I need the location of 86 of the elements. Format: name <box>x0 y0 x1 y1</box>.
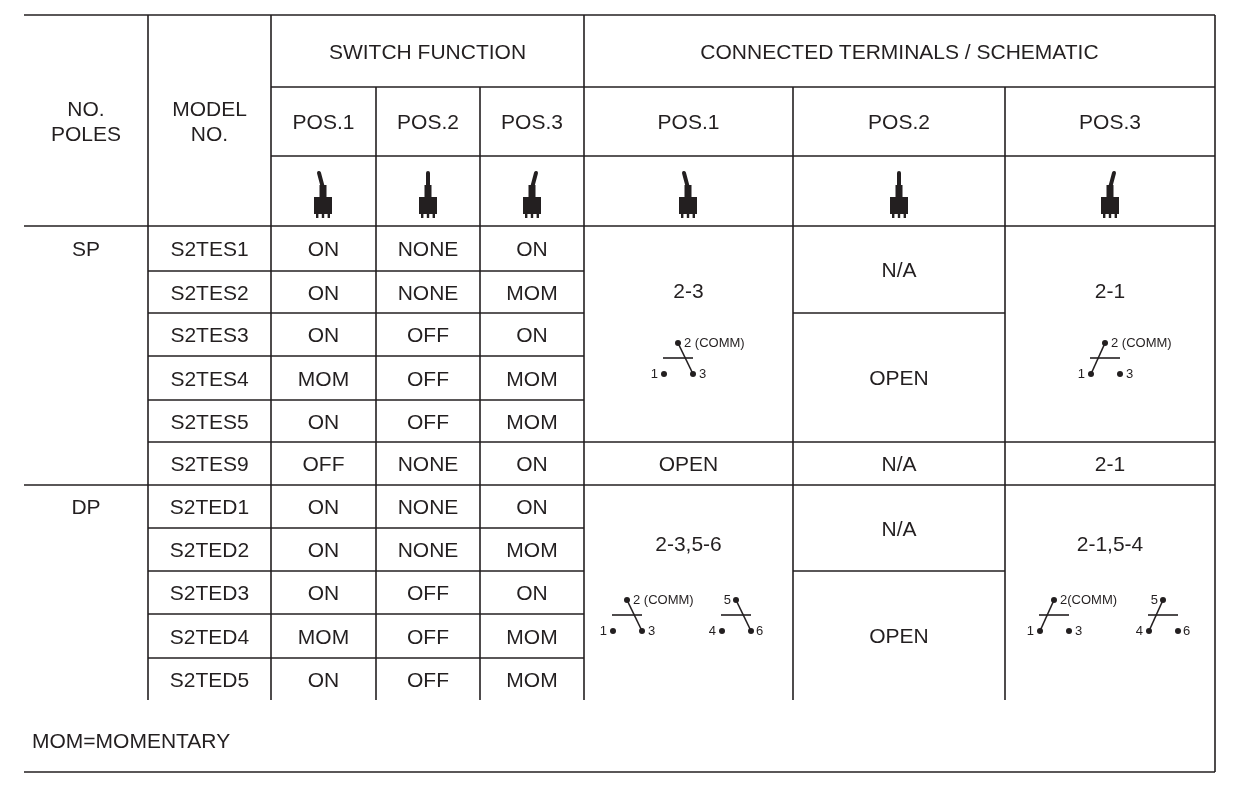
terminal-label: 2 (COMM) <box>633 592 694 607</box>
switch-state: MOM <box>506 408 558 434</box>
model-number: S2TES2 <box>170 279 249 305</box>
terminal-label: 6 <box>1183 623 1191 638</box>
switch-state: NONE <box>397 494 459 519</box>
switch-state: OFF <box>407 322 449 347</box>
terminal-label: 1 <box>599 623 607 638</box>
switch-state: NONE <box>397 279 459 305</box>
column-heading: POS.1 <box>657 109 720 134</box>
column-heading: POS.2 <box>397 109 459 134</box>
terminal-label: 3 <box>648 623 656 638</box>
terminal-label: 3 <box>1075 623 1083 638</box>
pole-type: SP <box>72 236 100 261</box>
switch-state: ON <box>307 580 340 605</box>
switch-state: OFF <box>407 408 449 434</box>
terminal-connection: 2-3 <box>673 277 704 303</box>
switch-state: ON <box>516 236 548 261</box>
footnote: MOM=MOMENTARY <box>32 727 231 753</box>
column-heading: NO. POLES <box>49 95 122 146</box>
switch-state: MOM <box>297 365 350 391</box>
model-number: S2TED5 <box>169 666 250 692</box>
switch-state: ON <box>516 451 548 476</box>
terminal-label: 1 <box>1077 366 1085 381</box>
switch-state: OFF <box>302 451 345 476</box>
model-number: S2TED2 <box>169 537 250 562</box>
model-number: S2TES3 <box>170 322 249 347</box>
terminal-connection: 2-3,5-6 <box>655 530 722 556</box>
column-heading: POS.1 <box>292 109 355 134</box>
switch-state: MOM <box>506 279 558 305</box>
column-heading: POS.3 <box>501 109 563 134</box>
switch-state: MOM <box>297 623 350 649</box>
terminal-connection: N/A <box>881 451 917 476</box>
column-heading: POS.3 <box>1079 109 1141 134</box>
column-heading: SWITCH FUNCTION <box>328 38 527 64</box>
terminal-label: 5 <box>723 592 731 607</box>
terminal-label: 2 (COMM) <box>1111 335 1172 350</box>
model-number: S2TED3 <box>169 580 250 605</box>
terminal-connection: OPEN <box>869 365 929 390</box>
switch-state: NONE <box>397 451 459 476</box>
terminal-connection: OPEN <box>869 623 929 648</box>
terminal-label: 6 <box>756 623 764 638</box>
switch-state: NONE <box>397 236 459 261</box>
switch-state: MOM <box>506 365 558 391</box>
switch-state: OFF <box>407 580 449 605</box>
switch-state: OFF <box>407 666 449 692</box>
model-number: S2TED1 <box>169 494 250 519</box>
switch-state: MOM <box>506 666 558 692</box>
switch-state: ON <box>516 494 548 519</box>
terminal-label: 3 <box>699 366 707 381</box>
terminal-connection: OPEN <box>658 451 719 476</box>
terminal-label: 1 <box>1026 623 1034 638</box>
terminal-connection: 2-1 <box>1094 451 1126 476</box>
switch-state: ON <box>307 236 340 261</box>
terminal-label: 2(COMM) <box>1060 592 1118 607</box>
model-number: S2TES5 <box>170 408 249 434</box>
column-heading: POS.2 <box>868 109 930 134</box>
model-number: S2TES9 <box>170 451 249 476</box>
switch-state: ON <box>307 537 340 562</box>
switch-state: ON <box>307 408 340 434</box>
model-number: S2TED4 <box>169 623 250 649</box>
switch-state: MOM <box>506 537 558 562</box>
terminal-label: 5 <box>1150 592 1158 607</box>
terminal-label: 4 <box>708 623 716 638</box>
switch-state: ON <box>516 322 548 347</box>
terminal-label: 1 <box>650 366 658 381</box>
switch-state: OFF <box>407 365 449 391</box>
switch-state: ON <box>307 666 340 692</box>
terminal-connection: N/A <box>881 515 917 541</box>
model-number: S2TES4 <box>170 365 249 391</box>
switch-state: ON <box>307 494 340 519</box>
switch-state: NONE <box>397 537 459 562</box>
pole-type: DP <box>71 494 101 519</box>
terminal-label: 4 <box>1135 623 1143 638</box>
terminal-connection: 2-1,5-4 <box>1076 530 1144 556</box>
terminal-label: 3 <box>1126 366 1134 381</box>
column-heading: CONNECTED TERMINALS / SCHEMATIC <box>700 38 1099 64</box>
switch-state: ON <box>307 279 340 305</box>
switch-state: ON <box>516 580 548 605</box>
terminal-connection: N/A <box>881 257 917 282</box>
terminal-label: 2 (COMM) <box>684 335 745 350</box>
switch-state: ON <box>307 322 340 347</box>
switch-state: MOM <box>506 623 558 649</box>
terminal-connection: 2-1 <box>1094 277 1126 303</box>
model-number: S2TES1 <box>170 236 249 261</box>
column-heading: MODEL NO. <box>171 95 248 146</box>
switch-state: OFF <box>407 623 449 649</box>
